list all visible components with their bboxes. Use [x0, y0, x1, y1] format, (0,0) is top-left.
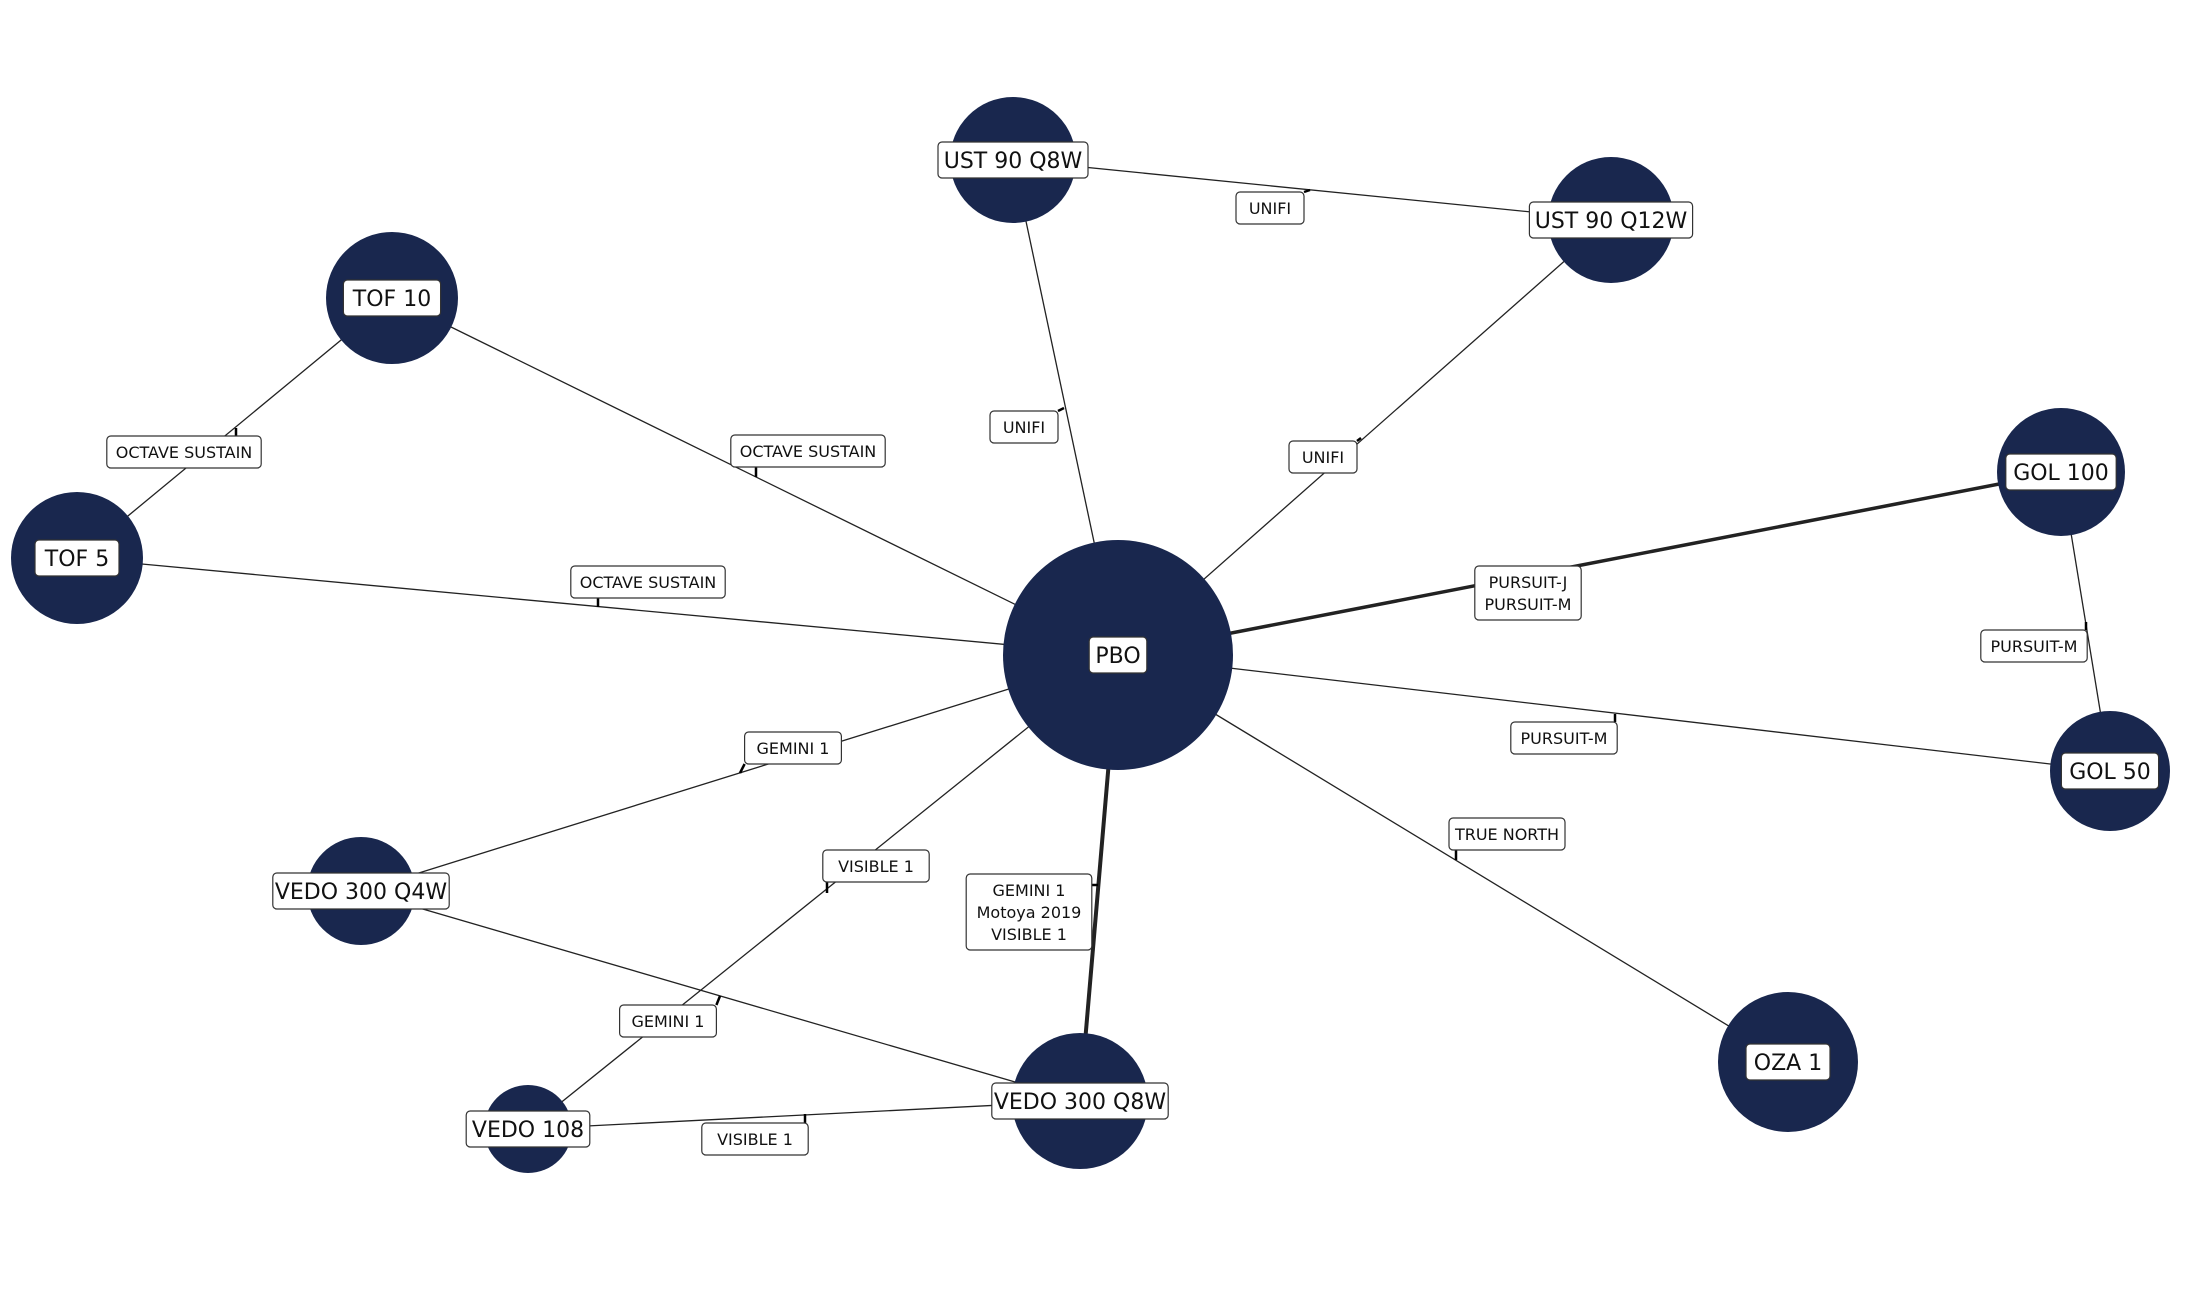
edge-pbo-vedo300q4w[interactable]: [360, 654, 1119, 892]
edge-vedo300q4w-vedo300q8w[interactable]: [360, 890, 1081, 1102]
node-label-box: [937, 141, 1089, 179]
edge-label-text: PURSUIT-M: [1521, 729, 1608, 748]
node-label-box: [1528, 201, 1694, 239]
node-label-pbo[interactable]: PBO: [1088, 636, 1148, 674]
edge-label-text: VISIBLE 1: [838, 857, 914, 876]
edge-label-text: UNIFI: [1249, 199, 1291, 218]
edge-label: VISIBLE 1: [701, 1114, 809, 1156]
node-label-ust-90-q8w[interactable]: UST 90 Q8W: [937, 141, 1089, 179]
edge-pbo-gol50[interactable]: [1117, 654, 2111, 772]
edge-pbo-oza1[interactable]: [1117, 654, 1789, 1063]
edge-label-leader: [1057, 406, 1065, 413]
edge-label-leader: [738, 763, 746, 774]
node-label-box: [991, 1082, 1169, 1120]
edge-label-box: [618, 1004, 717, 1038]
edge-label-box: [1448, 817, 1566, 851]
edge-label-text: Motoya 2019: [977, 903, 1082, 922]
edge-label: GEMINI 1: [618, 995, 722, 1038]
node-label-box: [1088, 636, 1148, 674]
edge-label-box: [701, 1122, 809, 1156]
edge-label-box: [1474, 565, 1582, 621]
node-label-gol-100[interactable]: GOL 100: [2005, 453, 2117, 491]
edge-label: OCTAVE SUSTAIN: [730, 434, 886, 477]
edge-label-box: [1510, 721, 1618, 755]
edge-label-text: UNIFI: [1302, 448, 1344, 467]
edge-label-text: PURSUIT-M: [1991, 637, 2078, 656]
node-label-box: [272, 872, 450, 910]
edge-label-text: VISIBLE 1: [991, 925, 1067, 944]
node-label-text: VEDO 300 Q8W: [994, 1090, 1166, 1115]
node-label-box: [2060, 752, 2160, 790]
edge-label-box: [1235, 191, 1305, 225]
edge-label-box: [743, 731, 842, 765]
edge-label: UNIFI: [1288, 437, 1362, 474]
edge-labels-layer: UNIFI UNIFI UNIFI OCTAVE SUSTAIN OCTAVE SUST…: [106, 188, 2088, 1156]
nodes-layer: [11, 97, 2170, 1173]
node-label-tof-10[interactable]: TOF 10: [342, 279, 442, 317]
node-label-oza-1[interactable]: OZA 1: [1745, 1043, 1831, 1081]
edge-label-box: [570, 565, 726, 599]
node-label-vedo-108[interactable]: VEDO 108: [465, 1110, 591, 1148]
edge-label-text: GEMINI 1: [993, 881, 1066, 900]
node-label-gol-50[interactable]: GOL 50: [2060, 752, 2160, 790]
node-label-text: TOF 10: [352, 287, 431, 312]
edge-label: UNIFI: [1235, 188, 1311, 225]
edge-pbo-gol100[interactable]: [1117, 470, 2062, 657]
edge-label: VISIBLE 1: [822, 849, 930, 893]
edge-label-box: [1288, 440, 1358, 474]
edge-label: OCTAVE SUSTAIN: [106, 428, 262, 469]
edge-label-text: PURSUIT-M: [1485, 595, 1572, 614]
edge-label-box: [106, 435, 262, 469]
edge-ust90q8w-ust90q12w[interactable]: [1012, 159, 1612, 221]
edge-label-text: GEMINI 1: [632, 1012, 705, 1031]
edge-label-text: VISIBLE 1: [717, 1130, 793, 1149]
edge-label: PURSUIT-J PURSUIT-M: [1474, 565, 1582, 621]
edge-label-text: UNIFI: [1003, 418, 1045, 437]
edge-label-box: [1980, 629, 2088, 663]
edge-label-leader: [715, 995, 722, 1006]
edge-label-box: [822, 849, 930, 883]
edge-tof10-tof5[interactable]: [76, 297, 393, 559]
node-label-ust-90-q12w[interactable]: UST 90 Q12W: [1528, 201, 1694, 239]
edge-label: GEMINI 1: [738, 731, 842, 774]
edge-label-text: PURSUIT-J: [1489, 573, 1568, 592]
node-label-box: [465, 1110, 591, 1148]
node-label-text: TOF 5: [44, 547, 109, 572]
node-label-box: [1745, 1043, 1831, 1081]
edge-label-leader: [1303, 188, 1311, 194]
edge-label-box: [989, 410, 1059, 444]
edge-label: UNIFI: [989, 406, 1065, 444]
edge-label-leader: [1356, 437, 1362, 442]
node-label-text: UST 90 Q12W: [1535, 209, 1688, 234]
node-labels-layer: PBO UST 90 Q8W UST 90 Q12W TOF 10 TOF 5 GOL 1…: [34, 141, 2160, 1148]
node-label-text: VEDO 108: [472, 1118, 584, 1143]
edge-label: TRUE NORTH: [1448, 817, 1566, 860]
node-label-vedo-300-q4w[interactable]: VEDO 300 Q4W: [272, 872, 450, 910]
node-label-box: [2005, 453, 2117, 491]
node-label-text: OZA 1: [1754, 1051, 1822, 1076]
edge-label: PURSUIT-M: [1980, 622, 2088, 663]
node-label-text: PBO: [1095, 644, 1140, 669]
node-label-box: [342, 279, 442, 317]
edge-label-box: [965, 873, 1093, 951]
node-label-text: GOL 50: [2069, 760, 2151, 785]
node-label-vedo-300-q8w[interactable]: VEDO 300 Q8W: [991, 1082, 1169, 1120]
edge-label-box: [730, 434, 886, 468]
edge-label-text: OCTAVE SUSTAIN: [740, 442, 877, 461]
edge-label-text: OCTAVE SUSTAIN: [116, 443, 253, 462]
edge-label-text: GEMINI 1: [757, 739, 830, 758]
node-label-text: UST 90 Q8W: [944, 149, 1083, 174]
edge-pbo-vedo108[interactable]: [527, 654, 1119, 1130]
edge-label: PURSUIT-M: [1510, 714, 1618, 755]
node-label-text: GOL 100: [2013, 461, 2109, 486]
edge-label-text: OCTAVE SUSTAIN: [580, 573, 717, 592]
edge-label: OCTAVE SUSTAIN: [570, 565, 726, 607]
node-label-box: [34, 539, 120, 577]
node-label-tof-5[interactable]: TOF 5: [34, 539, 120, 577]
node-label-text: VEDO 300 Q4W: [275, 880, 447, 905]
edge-label-text: TRUE NORTH: [1454, 825, 1559, 844]
